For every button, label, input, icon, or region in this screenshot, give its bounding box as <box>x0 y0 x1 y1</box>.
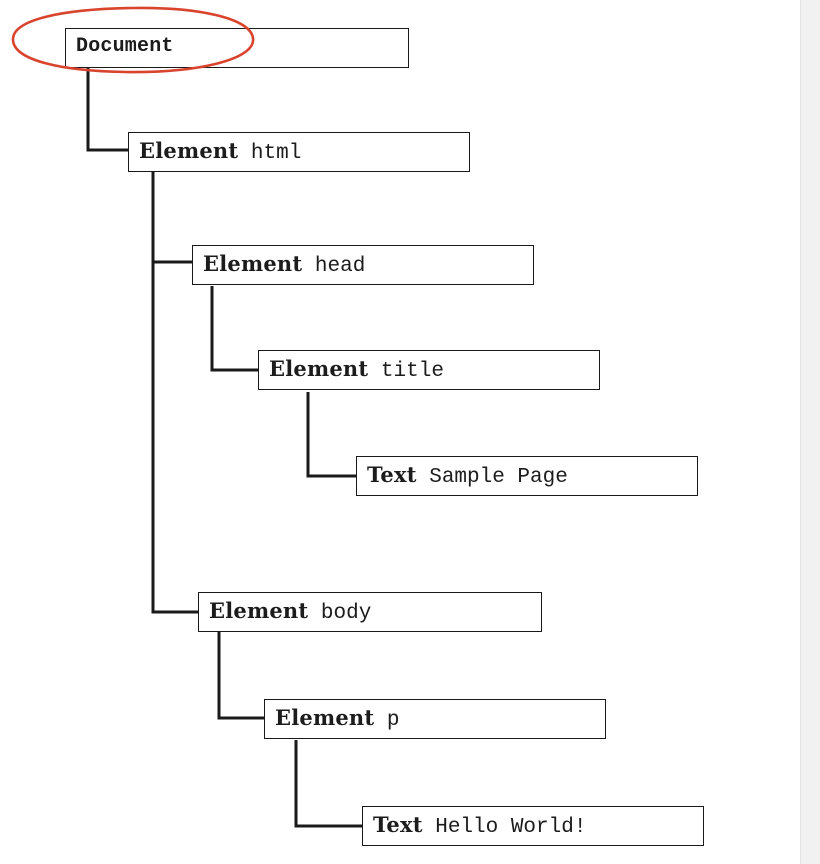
page-gutter <box>800 0 820 864</box>
node-kind: Text <box>373 812 423 837</box>
node-text-sample-page: Text Sample Page <box>356 456 698 496</box>
node-label: p <box>386 709 400 732</box>
edge-document-html <box>86 68 128 152</box>
edge-title-text <box>306 392 356 478</box>
node-element-p: Element p <box>264 699 606 739</box>
node-text-hello-world: Text Hello World! <box>362 806 704 846</box>
node-kind: Element <box>139 138 239 163</box>
edge-body-p <box>217 632 264 720</box>
node-kind: Document <box>76 35 174 58</box>
node-kind: Element <box>209 598 309 623</box>
node-element-head: Element head <box>192 245 534 285</box>
node-element-title: Element title <box>258 350 600 390</box>
node-label: body <box>320 602 372 625</box>
node-document: Document <box>65 28 409 68</box>
node-kind: Element <box>275 705 375 730</box>
node-label: Sample Page <box>429 466 568 489</box>
node-kind: Element <box>269 356 369 381</box>
edge-head-title <box>210 286 258 372</box>
node-element-html: Element html <box>128 132 470 172</box>
node-label: Hello World! <box>435 816 587 839</box>
node-label: head <box>314 255 366 278</box>
node-label: title <box>380 360 444 383</box>
node-kind: Element <box>203 251 303 276</box>
edge-p-text <box>294 740 362 828</box>
edge-html-body <box>151 262 198 614</box>
node-element-body: Element body <box>198 592 542 632</box>
edge-html-head <box>151 172 192 264</box>
node-label: html <box>250 142 302 165</box>
node-kind: Text <box>367 462 417 487</box>
